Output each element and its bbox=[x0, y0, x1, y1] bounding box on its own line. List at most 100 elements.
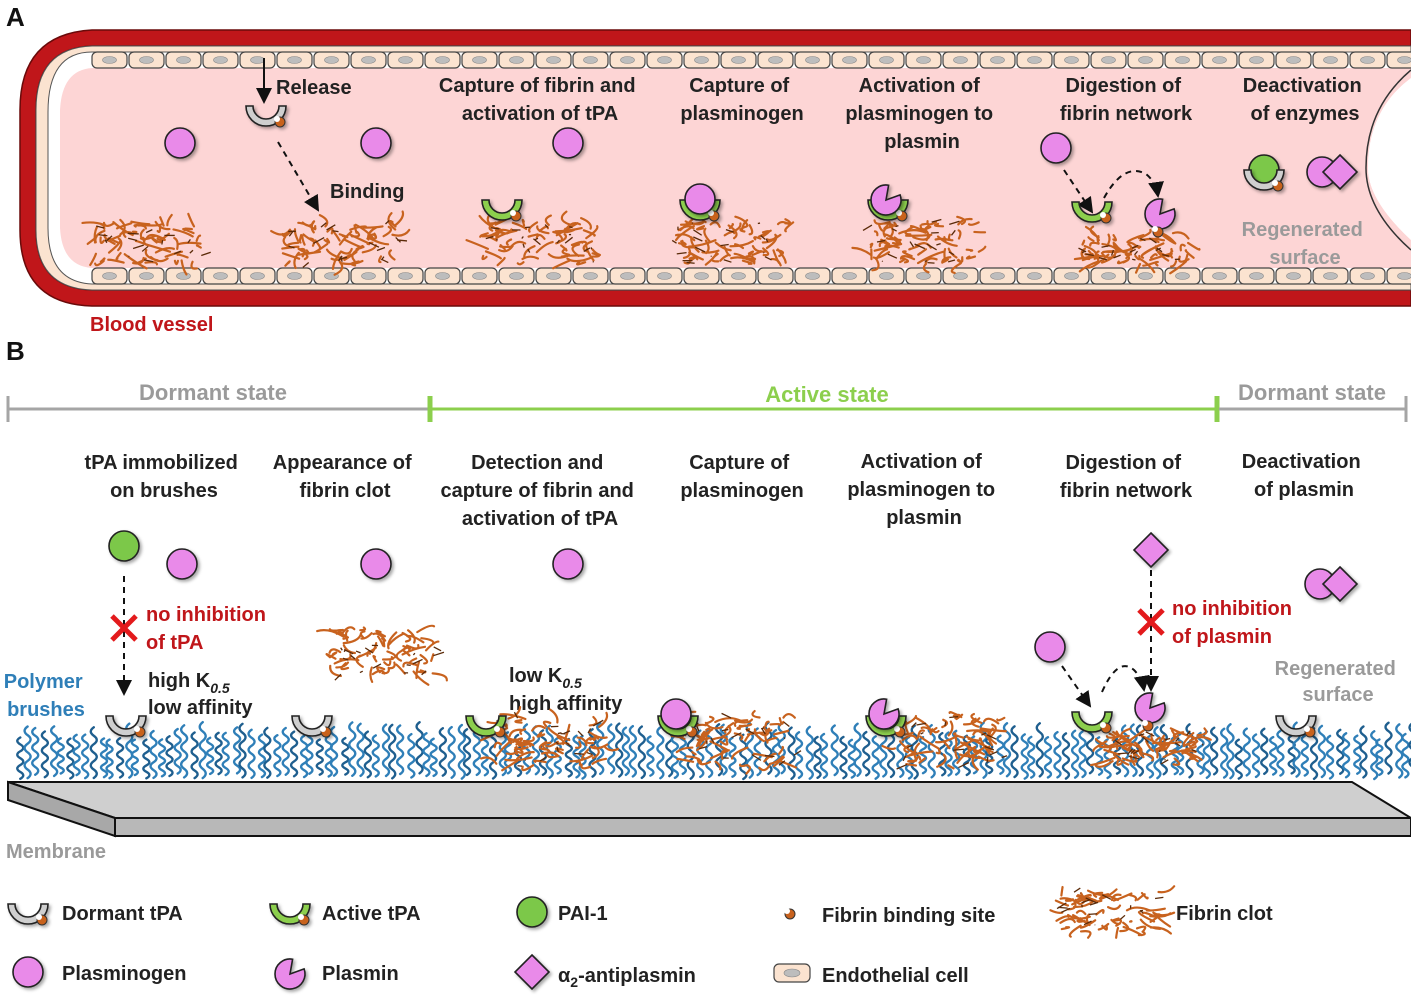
polymer-brush bbox=[142, 738, 151, 780]
legend-plasmin-icon bbox=[274, 958, 306, 990]
polymer-brush bbox=[1370, 730, 1379, 781]
b-plasminogen-6 bbox=[1034, 631, 1066, 663]
polymer-brush bbox=[165, 735, 174, 778]
endothelial-cell bbox=[572, 267, 609, 285]
polymer-brush bbox=[324, 734, 333, 778]
fibrin-binding-site-icon bbox=[1272, 180, 1284, 192]
polymer-brush bbox=[273, 734, 282, 778]
endothelial-cell bbox=[202, 51, 239, 69]
endothelial-cell bbox=[387, 267, 424, 285]
endothelial-cell bbox=[1349, 51, 1386, 69]
polymer-brush bbox=[705, 727, 714, 779]
endothelial-cell bbox=[313, 267, 350, 285]
polymer-brush bbox=[1287, 734, 1296, 775]
a-plasminogen-approach-arrow bbox=[1063, 169, 1094, 214]
polymer-brush bbox=[157, 738, 167, 778]
endothelial-cell bbox=[91, 267, 128, 285]
fibrin-binding-site-icon bbox=[1100, 722, 1112, 734]
polymer-brush bbox=[472, 728, 481, 777]
endothelial-cell bbox=[1127, 267, 1164, 285]
polymer-brush bbox=[805, 725, 814, 780]
polymer-brush bbox=[839, 735, 848, 780]
endothelial-cell bbox=[646, 267, 683, 285]
endothelial-cell bbox=[387, 51, 424, 69]
legend-antiplasmin-icon bbox=[513, 953, 551, 991]
b-antiplasmin-7 bbox=[1321, 565, 1359, 603]
endothelial-cell bbox=[1312, 267, 1349, 285]
polymer-brush bbox=[66, 737, 75, 780]
polymer-brush bbox=[1226, 723, 1235, 780]
fibrin-binding-site-icon bbox=[686, 726, 698, 738]
b-plasminogen-3 bbox=[552, 548, 584, 580]
endothelial-cell bbox=[1349, 267, 1386, 285]
polymer-brush bbox=[329, 725, 339, 777]
polymer-brush bbox=[263, 726, 272, 779]
fibrin-binding-site-icon bbox=[708, 210, 720, 222]
endothelial-cell bbox=[1053, 51, 1090, 69]
polymer-brush bbox=[232, 726, 242, 775]
polymer-brush bbox=[1035, 722, 1044, 778]
polymer-brushes-layer bbox=[16, 720, 1411, 781]
endothelial-cell bbox=[202, 267, 239, 285]
legend-antiplasmin: α2-antiplasmin bbox=[558, 965, 696, 990]
membrane-top bbox=[7, 781, 1411, 819]
polymer-brush bbox=[531, 725, 541, 776]
no-inhibition-tpa: no inhibition of tPA bbox=[146, 604, 272, 654]
polymer-brush bbox=[1120, 724, 1130, 778]
endothelial-cell bbox=[239, 51, 276, 69]
low-k-label: low K0.5 bbox=[509, 665, 582, 691]
polymer-brush bbox=[1196, 731, 1205, 775]
legend-glyphs bbox=[7, 885, 1176, 991]
a-active-tpa-6 bbox=[1071, 201, 1113, 224]
polymer-brush bbox=[1325, 734, 1335, 780]
polymer-brush bbox=[904, 735, 914, 780]
polymer-brush bbox=[522, 723, 532, 775]
a-step-activation: Activation of plasminogen to plasmin bbox=[845, 75, 998, 153]
a-plasminogen-3 bbox=[552, 127, 584, 159]
polymer-brush bbox=[1094, 736, 1104, 776]
polymer-brush bbox=[853, 722, 862, 777]
polymer-brush bbox=[719, 723, 728, 776]
endothelial-cell bbox=[1090, 51, 1127, 69]
polymer-brush bbox=[395, 724, 405, 776]
endothelial-cell bbox=[1312, 51, 1349, 69]
a-clot-1 bbox=[81, 212, 211, 276]
fibrin-binding-site-icon bbox=[510, 210, 522, 222]
polymer-brush bbox=[348, 721, 357, 777]
a-bound-plasmin-5 bbox=[870, 184, 902, 216]
polymer-brush bbox=[646, 735, 655, 777]
polymer-brush bbox=[1219, 727, 1229, 779]
fibrin-binding-site-icon bbox=[320, 726, 332, 738]
endothelial-cell bbox=[572, 51, 609, 69]
polymer-brush bbox=[429, 737, 438, 778]
polymer-brush bbox=[305, 728, 314, 775]
polymer-brush bbox=[56, 737, 65, 775]
endothelial-cell bbox=[1386, 267, 1411, 285]
polymer-brush bbox=[315, 738, 324, 776]
b-dormant-tpa-1 bbox=[105, 715, 147, 738]
b-plasmin-6 bbox=[1134, 692, 1166, 724]
blood-vessel-label: Blood vessel bbox=[90, 314, 213, 336]
polymer-brush bbox=[1251, 733, 1261, 779]
polymer-brush bbox=[1176, 732, 1185, 776]
polymer-brush bbox=[1336, 728, 1345, 775]
polymer-brush bbox=[819, 732, 829, 779]
endothelial-cell bbox=[424, 51, 461, 69]
b-bound-plasminogen-4 bbox=[660, 698, 692, 730]
a-step-capture-fibrin: Capture of fibrin and activation of tPA bbox=[439, 75, 641, 125]
polymer-brush bbox=[1341, 732, 1351, 779]
polymer-brush bbox=[918, 735, 928, 775]
fibrin-binding-site-icon bbox=[494, 726, 506, 738]
a-clot-2 bbox=[270, 210, 411, 276]
polymer-brush bbox=[1043, 736, 1053, 779]
polymer-brush bbox=[1070, 729, 1080, 779]
polymer-brush bbox=[615, 722, 624, 778]
polymer-brush bbox=[1210, 726, 1219, 776]
endothelial-row-top bbox=[91, 51, 1411, 69]
endothelial-cell bbox=[498, 267, 535, 285]
membrane-front bbox=[114, 817, 1411, 837]
panel-b-glyphs bbox=[105, 530, 1359, 775]
endothelial-cell bbox=[350, 267, 387, 285]
legend-fibrin-clot-icon bbox=[1049, 885, 1176, 939]
endothelial-cell bbox=[794, 51, 831, 69]
